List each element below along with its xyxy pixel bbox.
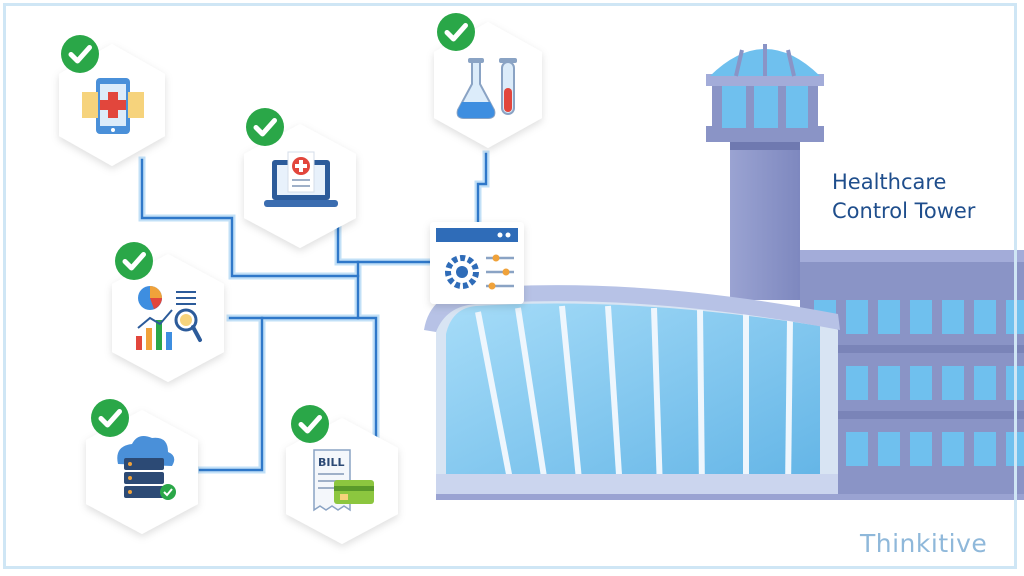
node-telehealth — [59, 35, 165, 166]
check-icon — [115, 242, 153, 280]
laboratory-flask-icon — [456, 58, 517, 119]
node-analytics — [112, 242, 224, 382]
bill-label: BILL — [318, 456, 345, 469]
check-icon — [246, 108, 284, 146]
node-control-panel — [430, 222, 524, 304]
cloud-server-icon — [117, 436, 176, 500]
node-laboratory — [434, 13, 542, 148]
analytics-chart-icon — [136, 286, 202, 350]
control-tower — [706, 44, 824, 300]
bill-payment-icon: BILL — [313, 449, 374, 512]
medical-laptop-icon — [264, 151, 338, 207]
glass-terminal — [424, 285, 1024, 500]
office-windows — [814, 300, 1024, 466]
title-line-1: Healthcare — [832, 170, 947, 194]
telehealth-app-icon — [82, 78, 144, 134]
control-panel-icon — [436, 228, 518, 290]
node-bill-payment: BILL — [286, 405, 398, 544]
check-icon — [61, 35, 99, 73]
node-cloud-server — [86, 399, 198, 534]
brand-logo: Thinkitive — [860, 529, 988, 558]
check-icon — [437, 13, 475, 51]
connectors — [138, 150, 490, 474]
terminal-building — [424, 44, 1024, 500]
check-icon — [91, 399, 129, 437]
check-icon — [291, 405, 329, 443]
node-medical-laptop — [244, 108, 356, 248]
title-line-2: Control Tower — [832, 199, 976, 223]
page-title: Healthcare Control Tower — [832, 168, 975, 226]
